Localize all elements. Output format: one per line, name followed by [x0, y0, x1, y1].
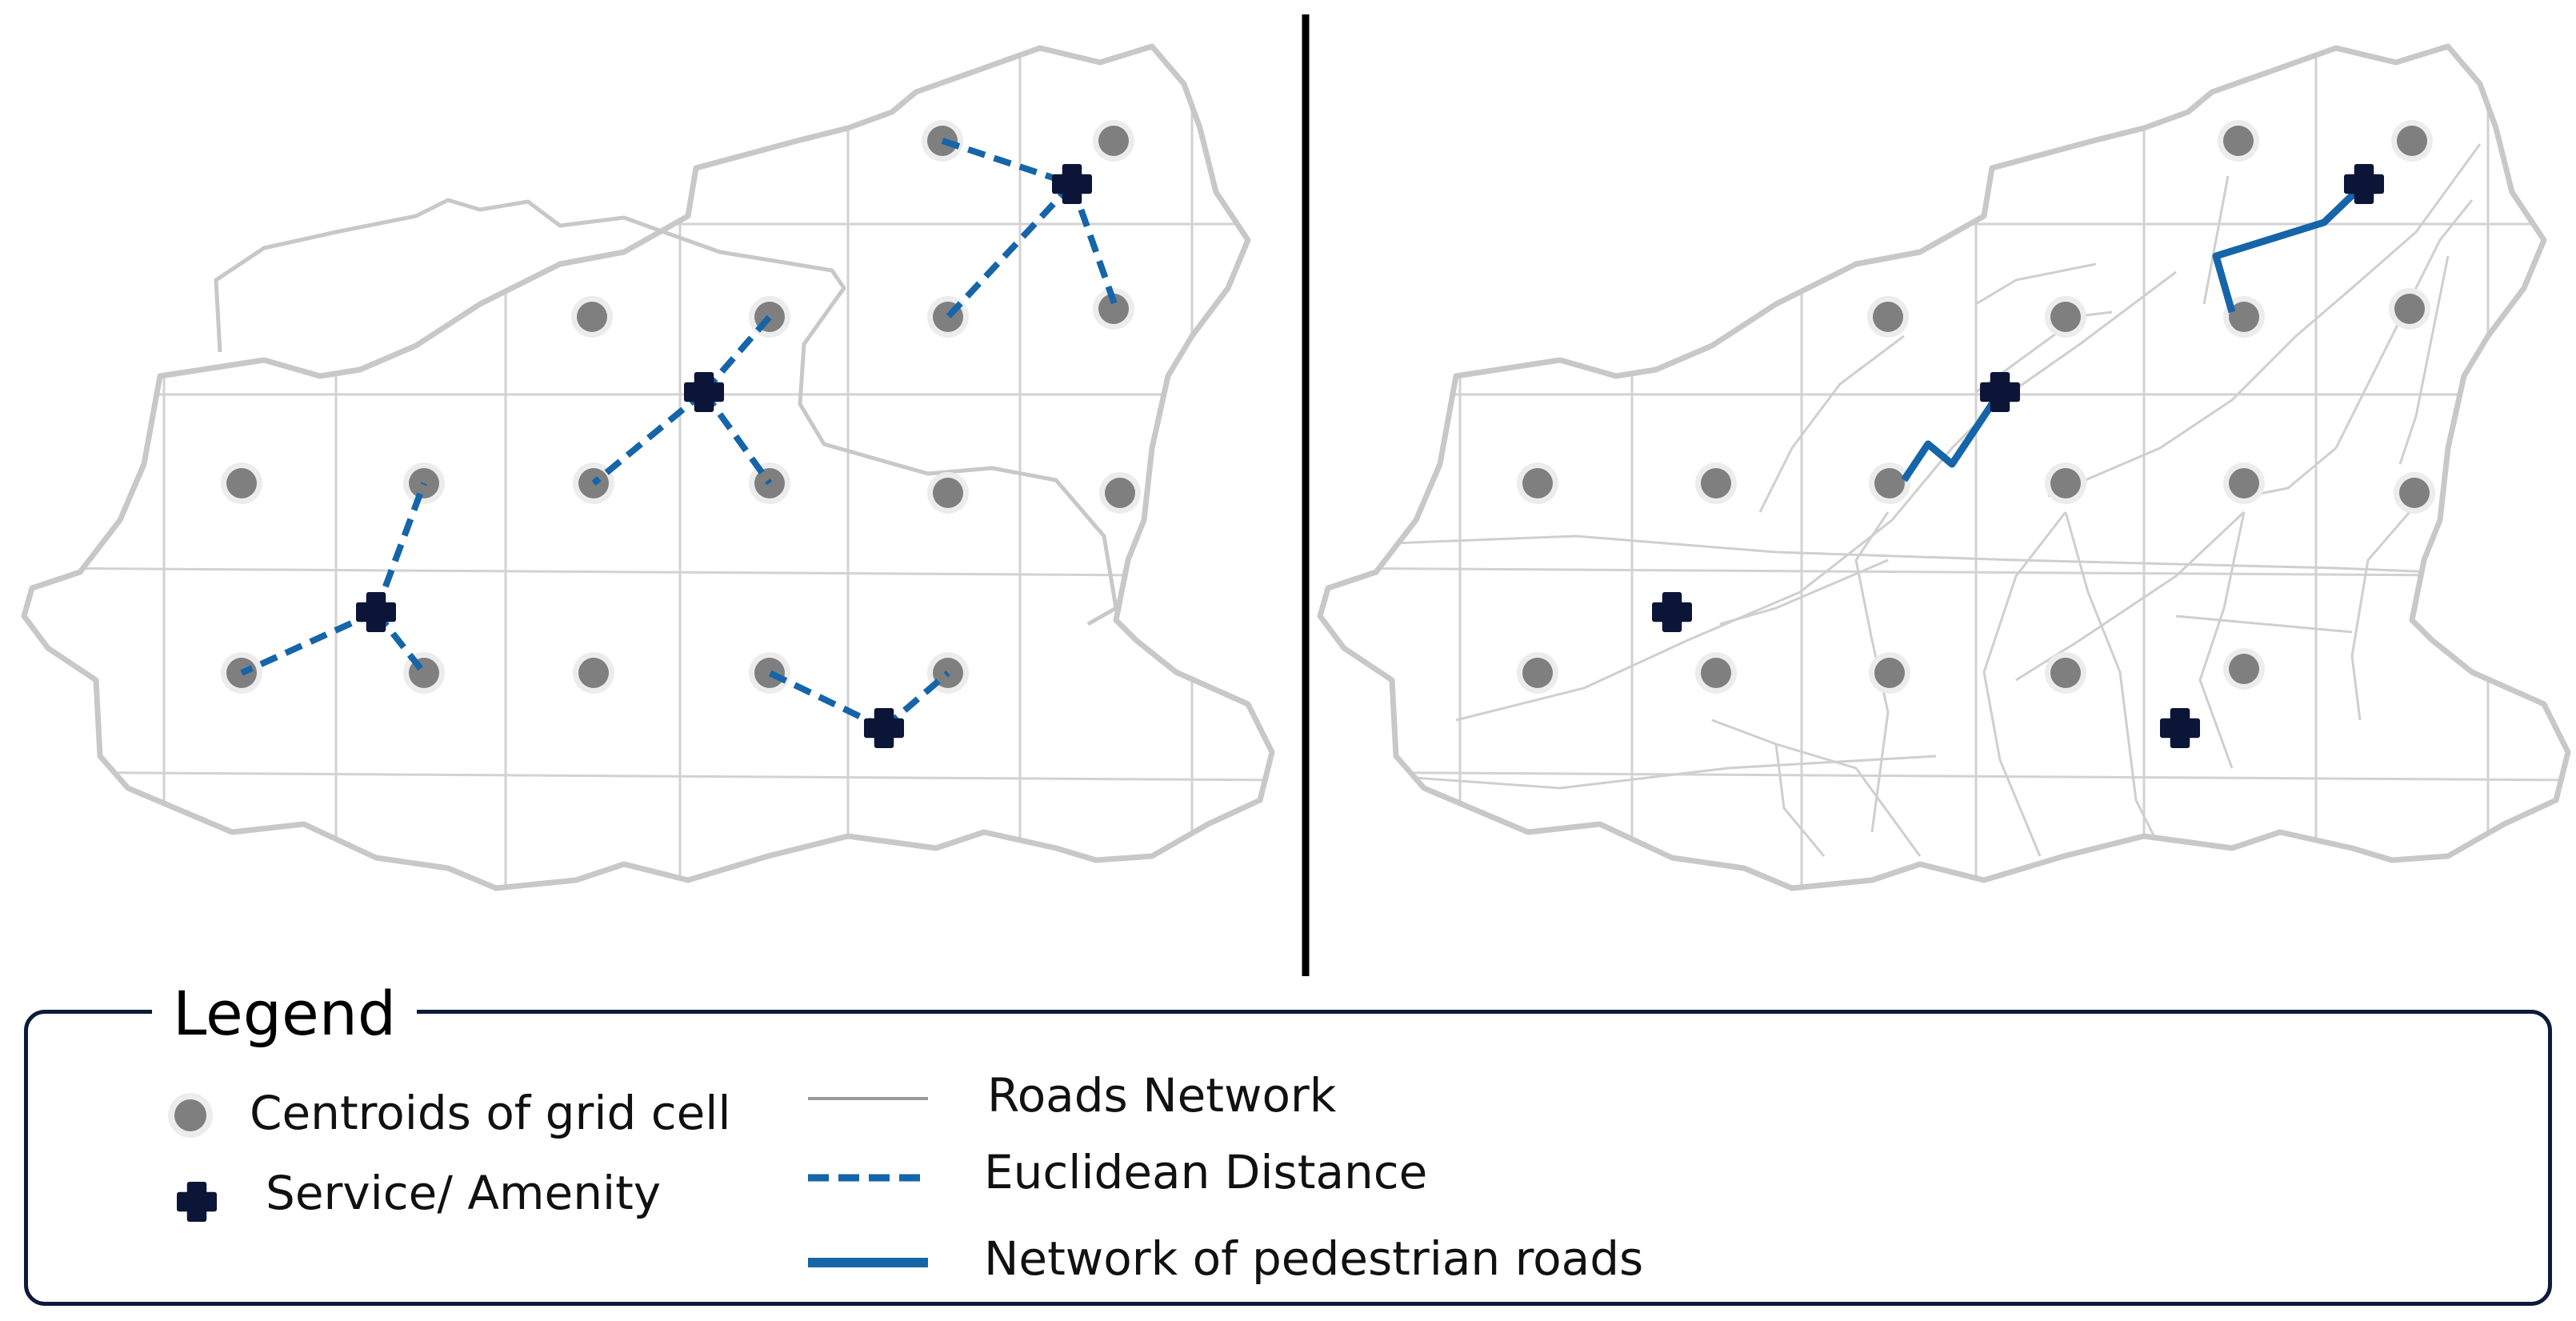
euclidean-link [768, 670, 886, 731]
centroid-point [1873, 302, 1903, 332]
road-segment [1854, 511, 1890, 833]
service-cross-icon [2160, 708, 2200, 748]
centroid-point [226, 468, 257, 498]
centroid-point [2050, 302, 2081, 332]
network-route [2212, 181, 2367, 314]
euclidean-link [946, 182, 1074, 319]
study-area-boundary [1317, 43, 2571, 891]
road-segment [1774, 743, 1826, 857]
centroid-point [1701, 658, 1731, 688]
road-segment [2175, 614, 2353, 634]
road-segment [2198, 511, 2246, 769]
grid-layer [1320, 46, 2568, 888]
road-segment [2047, 143, 2482, 498]
inner-boundary [214, 198, 1118, 626]
grid-line [24, 771, 1272, 782]
centroid-point [2229, 654, 2259, 684]
service-cross-icon [1652, 592, 1692, 632]
centroid-point [1874, 468, 1905, 498]
grid-line [1320, 771, 2568, 782]
centroid-point [2399, 478, 2430, 508]
euclidean-link [941, 138, 1074, 187]
road-segment [2015, 510, 2246, 682]
centroid-point [578, 658, 609, 688]
centroid-point [577, 302, 607, 332]
service-cross-icon [1980, 372, 2020, 412]
legend-label-network: Network of pedestrian roads [984, 1231, 1644, 1286]
legend-label-service: Service/ Amenity [266, 1166, 662, 1220]
road-segment [1975, 262, 2097, 306]
service-cross-icon [356, 592, 396, 632]
service-cross-icon [2344, 164, 2384, 204]
centroid-point [1098, 126, 1129, 156]
service-cross-icon [864, 708, 904, 748]
road-segment [2202, 175, 2230, 305]
centroid-point [1874, 658, 1905, 688]
centroid-point [2050, 468, 2081, 498]
study-area-boundary [21, 43, 1275, 891]
road-segment [1711, 719, 1922, 857]
euclidean-link [1069, 182, 1119, 310]
centroid-point [1522, 658, 1553, 688]
road-segment [1758, 334, 1905, 513]
grid-line [24, 566, 1272, 578]
centroid-point [2397, 126, 2427, 156]
centroid-point [2394, 294, 2425, 324]
euclidean-link [240, 609, 378, 676]
legend-title: Legend [152, 978, 418, 1050]
centroid-point [1701, 468, 1731, 498]
legend-box [24, 1010, 2552, 1306]
legend-label-euclid: Euclidean Distance [984, 1145, 1428, 1199]
euclidean-link [701, 314, 773, 394]
left-panel-euclidean [21, 43, 1275, 891]
centroid-point [2223, 126, 2254, 156]
grey-dot-icon [174, 1099, 206, 1131]
centroid-point [1105, 478, 1135, 508]
centroid-point [754, 658, 785, 688]
grid-layer [24, 46, 1272, 888]
network-route [1901, 390, 2003, 482]
centroid-point [2050, 658, 2081, 688]
legend-symbols [168, 1093, 928, 1267]
euclidean-link [701, 390, 773, 486]
legend-label-roads: Roads Network [987, 1068, 1337, 1123]
centroid-point [2229, 302, 2259, 332]
centroid-point [1098, 294, 1129, 324]
road-segment [2350, 511, 2411, 721]
road-segment [1982, 511, 2067, 857]
road-segment [2459, 414, 2514, 481]
centroid-point [1522, 468, 1553, 498]
centroid-point [2229, 468, 2259, 498]
centroid-point [933, 478, 963, 508]
service-cross-icon [684, 372, 724, 412]
service-cross-icon [1052, 164, 1092, 204]
road-segment [1455, 270, 2177, 722]
euclidean-link [373, 482, 427, 614]
euclidean-link [591, 389, 706, 486]
road-segment [1371, 534, 2533, 578]
road-segment [2398, 255, 2450, 465]
legend-label-centroid: Centroids of grid cell [250, 1086, 731, 1140]
road-segment [1719, 558, 1889, 626]
road-segment [2064, 511, 2162, 849]
service-cross-icon [177, 1182, 217, 1222]
right-panel-network [1317, 43, 2571, 891]
